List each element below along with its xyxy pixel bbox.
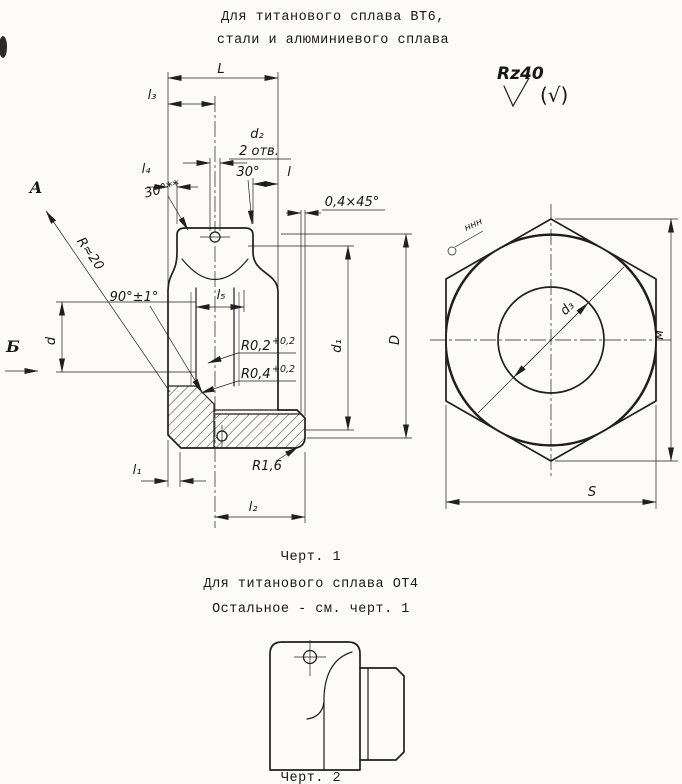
page-titles: Для титанового сплава ВТ6, стали и алюми… bbox=[217, 10, 449, 48]
view-b-label: Б bbox=[5, 337, 20, 356]
callout-r02: R0,2 +0,2 bbox=[207, 336, 296, 364]
scan-artifact bbox=[0, 36, 7, 58]
hex-outline bbox=[445, 218, 657, 462]
dim-S: S bbox=[445, 405, 657, 509]
dim-l4: l₄ bbox=[142, 162, 198, 224]
hole-circle bbox=[497, 286, 605, 394]
dim-l-label: l bbox=[287, 165, 291, 180]
dim-l2: l₂ bbox=[214, 452, 306, 523]
view-a-label: А bbox=[28, 178, 42, 197]
dim-d3-label: d₃ bbox=[557, 298, 577, 318]
roughness-alt: (√) bbox=[540, 83, 568, 107]
title-line1: Для титанового сплава ВТ6, bbox=[221, 10, 445, 25]
fig2-cavity-edge bbox=[323, 651, 353, 771]
callout-r16: R1,6 bbox=[252, 446, 299, 474]
callout-r04: R0,4 +0,2 bbox=[200, 364, 296, 394]
fig2-view bbox=[269, 640, 405, 771]
dim-angle30-right: 30° l bbox=[236, 165, 291, 225]
angle30-left-label: 30°** bbox=[143, 178, 182, 202]
r16-label: R1,6 bbox=[252, 459, 282, 474]
dim-l5: l₅ bbox=[195, 288, 245, 312]
dim-D-label: D bbox=[388, 335, 403, 345]
hatch-left-block bbox=[168, 386, 214, 448]
fig2-corner-arc bbox=[306, 701, 325, 720]
fig1-section-view: L l₃ d₂ 2 отв. l₄ 30°** bbox=[5, 62, 412, 528]
dim-d2: d₂ 2 отв. bbox=[183, 127, 291, 231]
dim-l1: l₁ bbox=[133, 440, 206, 487]
captions: Черт. 1 Для титанового сплава ОТ4 Осталь… bbox=[203, 550, 418, 784]
roughness-value: Rz40 bbox=[497, 64, 544, 84]
nut-section-outline bbox=[167, 227, 306, 449]
dim-l5-label: l₅ bbox=[217, 288, 226, 303]
marking-label: ннн bbox=[463, 216, 485, 234]
dim-l4-label: l₄ bbox=[142, 162, 152, 177]
dim-chamfer: 0,4×45° bbox=[286, 195, 385, 416]
hex-corner-arcs bbox=[445, 233, 657, 447]
dim-L-label: L bbox=[217, 62, 224, 77]
dim-d1: d₁ bbox=[248, 245, 354, 431]
r02-tolerance: +0,2 bbox=[272, 336, 295, 347]
chamfer-label: 0,4×45° bbox=[325, 195, 380, 210]
chamfer-circle bbox=[445, 234, 657, 446]
r02-label: R0,2 bbox=[241, 339, 271, 354]
check-icon bbox=[503, 77, 530, 108]
view-arrow-b: Б bbox=[5, 337, 39, 374]
note-rest: Остальное - см. черт. 1 bbox=[212, 602, 410, 617]
dim-l3-label: l₃ bbox=[148, 88, 157, 103]
dim-d2-label: d₂ bbox=[250, 127, 263, 142]
view-arrow-a: А R≈20 bbox=[28, 178, 171, 393]
dim-d: d bbox=[44, 301, 196, 373]
dim-d1-label: d₁ bbox=[330, 339, 345, 352]
hatch-flange-strip bbox=[214, 414, 305, 448]
dim-l3: l₃ bbox=[148, 88, 216, 107]
angle30-right-label: 30° bbox=[236, 165, 259, 180]
dim-l2-label: l₂ bbox=[249, 500, 258, 515]
fig2-caption: Черт. 2 bbox=[281, 771, 341, 784]
dome-cavity-arc bbox=[181, 258, 249, 281]
r04-tolerance: +0,2 bbox=[272, 364, 295, 375]
title-line2: стали и алюминиевого сплава bbox=[217, 33, 449, 48]
dim-D: D bbox=[281, 233, 412, 439]
roughness-symbol: Rz40 (√) bbox=[497, 64, 568, 108]
dim-L: L bbox=[167, 62, 279, 288]
dim-m-label: м bbox=[652, 330, 667, 340]
fig1-caption: Черт. 1 bbox=[281, 550, 341, 565]
note-ot4: Для титанового сплава ОТ4 bbox=[203, 577, 418, 592]
marking-leader: ннн bbox=[447, 216, 485, 256]
angle90-label: 90°±1° bbox=[110, 290, 159, 305]
fig2-body-outline bbox=[269, 641, 361, 771]
dim-across-corners: м bbox=[555, 218, 678, 462]
dim-angle30-left: 30°** bbox=[143, 178, 189, 231]
fig1-hex-view: d₃ ннн S м bbox=[430, 204, 678, 509]
dim-d-label: d bbox=[44, 336, 59, 345]
dim-S-label: S bbox=[588, 485, 596, 500]
dim-l1-label: l₁ bbox=[133, 463, 142, 478]
holes-note: 2 отв. bbox=[239, 144, 279, 159]
dim-angle90: 90°±1° bbox=[110, 290, 203, 393]
r04-label: R0,4 bbox=[241, 367, 271, 382]
fig2-flange-outline bbox=[359, 667, 405, 761]
r20-label: R≈20 bbox=[73, 235, 106, 273]
